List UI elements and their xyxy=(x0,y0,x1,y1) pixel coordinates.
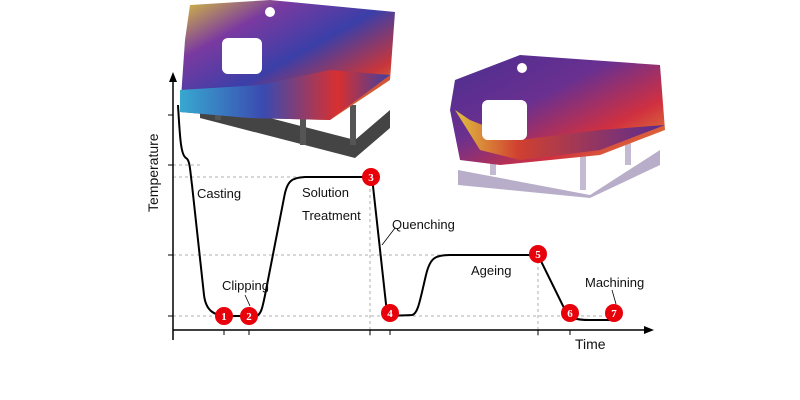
marker-4: 4 xyxy=(381,304,399,322)
marker-5: 5 xyxy=(529,245,547,263)
part-hole-2 xyxy=(517,63,527,73)
label-quenching: Quenching xyxy=(392,217,455,232)
marker-6: 6 xyxy=(561,304,579,322)
marker-number: 7 xyxy=(611,308,617,320)
marker-dot xyxy=(240,307,258,325)
casting-part-image xyxy=(180,0,395,158)
stage-markers: 1 2 3 4 5 6 7 xyxy=(215,168,623,325)
y-axis-arrow-icon xyxy=(169,72,177,82)
marker-number: 2 xyxy=(246,311,252,323)
marker-dot xyxy=(561,304,579,322)
axes xyxy=(168,72,654,340)
marker-number: 6 xyxy=(567,308,573,320)
label-treatment: Treatment xyxy=(302,208,361,223)
aged-part-image xyxy=(450,55,665,198)
marker-2: 2 xyxy=(240,307,258,325)
marker-dot xyxy=(605,304,623,322)
marker-dot xyxy=(529,245,547,263)
frame-light xyxy=(458,150,660,198)
x-axis-arrow-icon xyxy=(644,326,654,334)
label-casting: Casting xyxy=(197,186,241,201)
frame-post xyxy=(350,105,356,145)
marker-number: 3 xyxy=(368,172,374,184)
marker-number: 1 xyxy=(221,311,227,323)
marker-number: 5 xyxy=(535,249,541,261)
part-lower-flange xyxy=(180,70,390,120)
y-axis-label: Temperature xyxy=(145,133,161,212)
label-solution: Solution xyxy=(302,185,349,200)
frame-post xyxy=(625,125,631,165)
label-machining: Machining xyxy=(585,275,644,290)
ticks xyxy=(168,114,571,335)
leader-lines xyxy=(244,227,617,307)
marker-3: 3 xyxy=(362,168,380,186)
marker-dot xyxy=(362,168,380,186)
part-window-2 xyxy=(482,100,527,140)
marker-number: 4 xyxy=(387,308,393,320)
label-clipping: Clipping xyxy=(222,278,269,293)
x-axis-label: Time xyxy=(575,336,606,352)
label-ageing: Ageing xyxy=(471,263,511,278)
marker-7: 7 xyxy=(605,304,623,322)
marker-dot xyxy=(215,307,233,325)
marker-1: 1 xyxy=(215,307,233,325)
frame-post xyxy=(580,135,586,190)
temperature-curve xyxy=(177,104,615,321)
marker-dot xyxy=(381,304,399,322)
frame-post xyxy=(300,110,306,145)
part-window xyxy=(222,38,262,74)
part-lower-flange-2 xyxy=(455,110,665,160)
part-hole xyxy=(265,7,275,17)
